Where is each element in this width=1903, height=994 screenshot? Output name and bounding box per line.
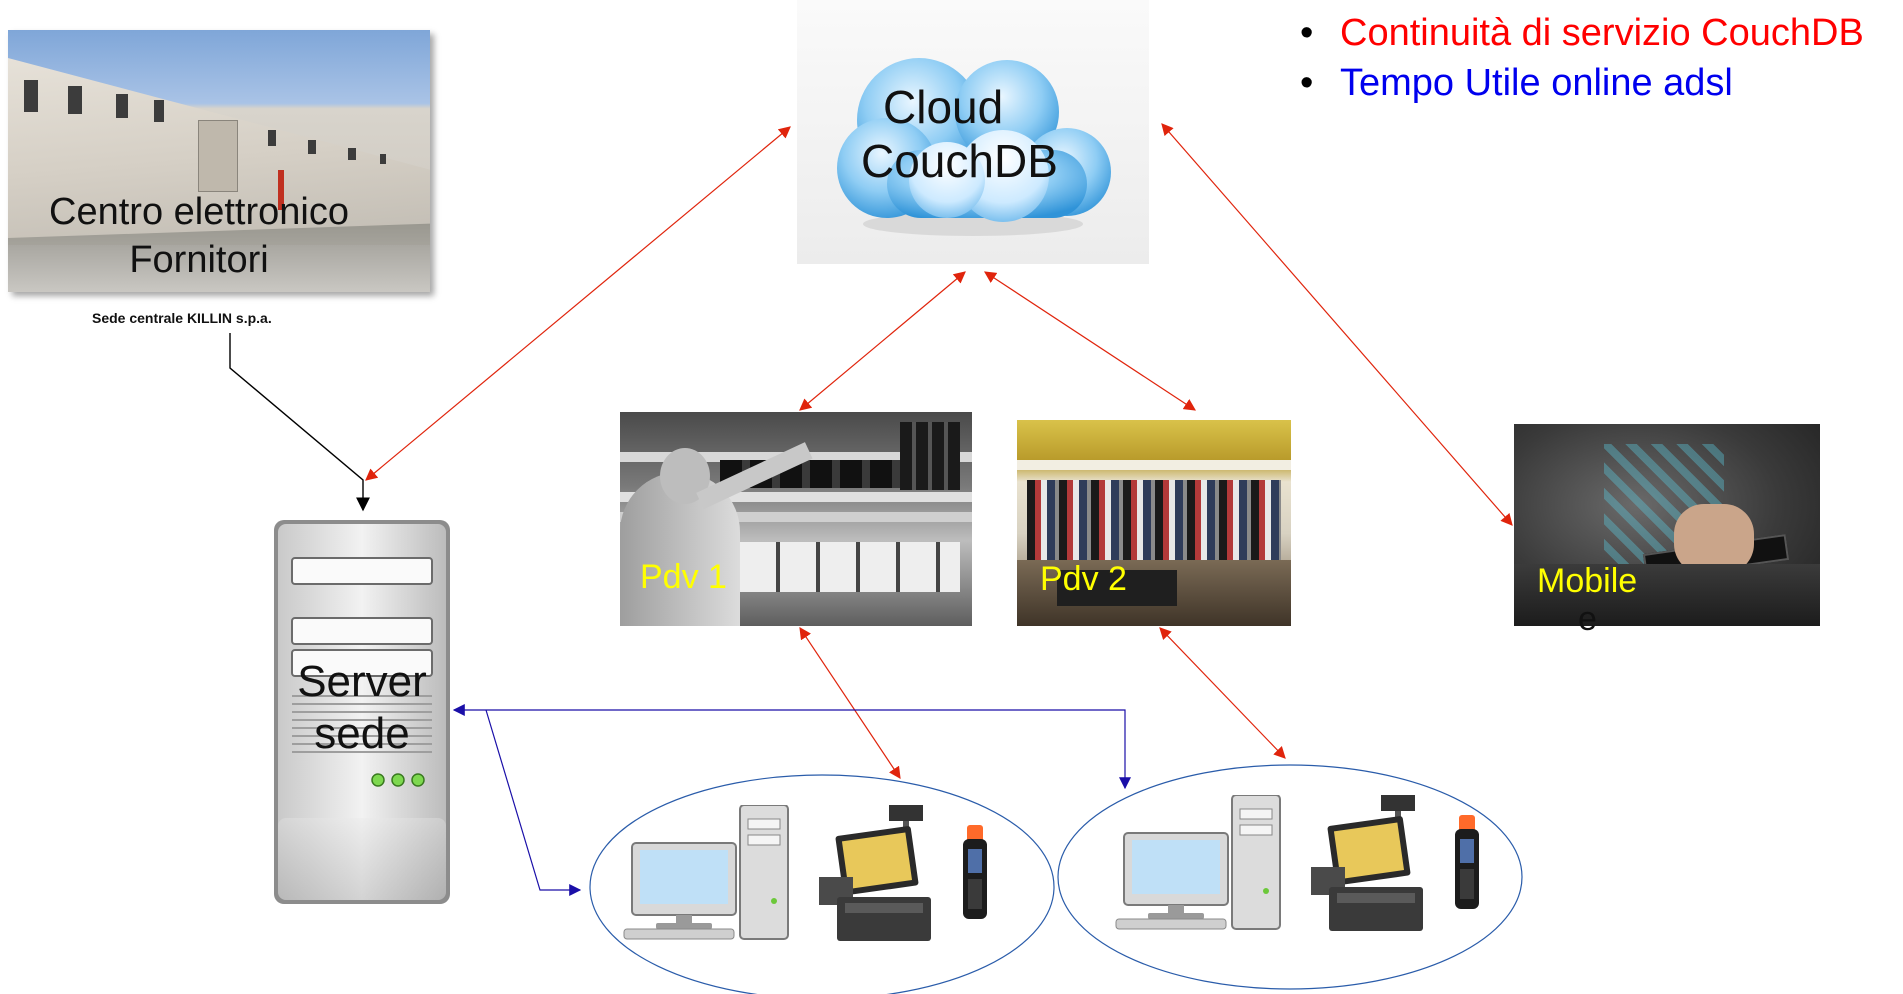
server-node: Server sede: [272, 518, 452, 906]
barcode-scanner-icon: [1455, 815, 1479, 909]
clothing-store-photo: [1017, 420, 1291, 626]
lan-group-1: [620, 805, 1020, 945]
mobile-label: Mobile: [1537, 562, 1638, 600]
cloud-node: Cloud CouchDB: [797, 0, 1149, 264]
pdv1-label: Pdv 1: [640, 558, 727, 596]
pos-terminal-icon: [1311, 795, 1423, 931]
pdv2-label: Pdv 2: [1040, 560, 1127, 598]
feed-arrow: [229, 333, 370, 512]
pos-terminal-icon: [819, 805, 931, 941]
legend-item-couchdb: Continuità di servizio CouchDB: [1300, 8, 1864, 58]
lan-ellipse-1: [589, 774, 1055, 994]
legend-item-adsl: Tempo Utile online adsl: [1300, 58, 1864, 108]
mobile-label-overflow: e: [1578, 600, 1597, 638]
sync-arrow-pdv1-lan1: [799, 627, 901, 779]
sync-arrow-server-cloud: [365, 126, 791, 481]
lan-arrow-server-lan1: [485, 709, 582, 896]
desktop-pc-icon: [623, 805, 789, 940]
smartphone-hand-photo: [1514, 424, 1820, 626]
sync-arrow-cloud-mobile: [1161, 123, 1513, 526]
desktop-pc-icon: [1115, 795, 1281, 930]
server-label: Server sede: [297, 657, 427, 758]
lan-group-2: [1112, 795, 1512, 935]
sync-arrow-pdv2-lan2: [1159, 627, 1286, 759]
shoe-store-photo: [620, 412, 972, 626]
cloud-icon: [837, 58, 1111, 236]
sync-arrow-cloud-pdv1: [799, 271, 966, 411]
warehouse-label: Centro elettronico Fornitori: [49, 191, 349, 281]
cloud-label: Cloud CouchDB: [861, 81, 1058, 187]
lan-arrow-server-lan2: [452, 704, 1131, 790]
sync-arrow-cloud-pdv2: [983, 271, 1197, 411]
warehouse-photo: [8, 30, 430, 292]
lan-ellipse-2: [1057, 764, 1523, 990]
barcode-scanner-icon: [963, 825, 987, 919]
server-tower-icon: [274, 520, 450, 904]
warehouse-caption: Sede centrale KILLIN s.p.a.: [92, 310, 272, 326]
legend: Continuità di servizio CouchDB Tempo Uti…: [1300, 8, 1864, 108]
